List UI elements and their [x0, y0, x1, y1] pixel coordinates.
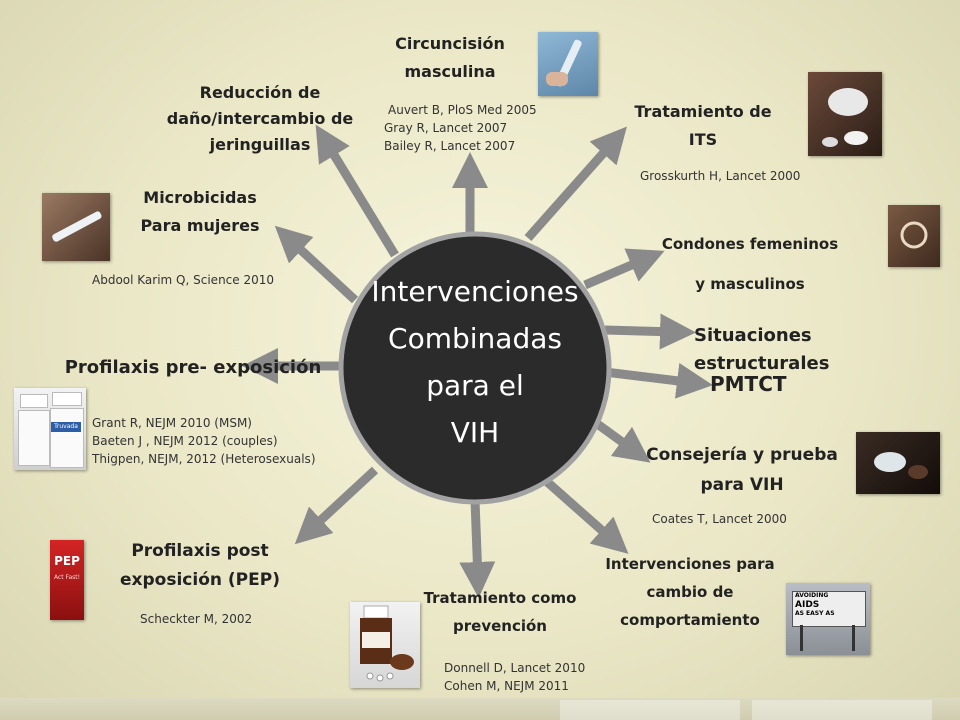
spoke-pep: [294, 466, 379, 545]
spoke-estructurales: [604, 313, 696, 350]
pep-cover-sub: Act Fast!: [53, 574, 81, 581]
center-circle: [338, 231, 612, 505]
aids-billboard-icon: AVOIDING AIDS AS EASY AS: [786, 583, 870, 655]
spoke-pmtct: [604, 362, 713, 399]
label-pep: Profilaxis post exposición (PEP): [120, 541, 280, 590]
medicine-bottle-icon: [350, 602, 420, 688]
blood-test-icon: [856, 432, 940, 494]
sign-line-1: AVOIDING: [795, 592, 829, 599]
sign-line-2: AIDS: [795, 600, 820, 610]
center-line-3: para el: [426, 369, 524, 402]
label-estructurales: Situaciones estructurales: [694, 325, 830, 374]
refs-consejeria: Coates T, Lancet 2000: [652, 512, 787, 526]
scalpel-icon: [538, 32, 598, 96]
refs-tratamiento: Donnell D, Lancet 2010 Cohen M, NEJM 201…: [444, 661, 586, 693]
pep-cover-title: PEP: [54, 554, 80, 568]
spoke-its: [524, 126, 627, 241]
label-circuncision: Circuncisión masculina: [395, 34, 505, 81]
refs-pep: Scheckter M, 2002: [140, 612, 253, 626]
label-consejeria: Consejería y prueba para VIH: [646, 445, 838, 495]
label-prep: Profilaxis pre- exposición: [64, 357, 322, 378]
center-line-2: Combinadas: [388, 322, 562, 355]
refs-circuncision: Auvert B, PloS Med 2005 Gray R, Lancet 2…: [384, 103, 537, 153]
center-line-1: Intervenciones: [371, 275, 579, 308]
pep-booklet-icon: PEP Act Fast!: [50, 540, 84, 620]
center-line-4: VIH: [450, 416, 500, 449]
refs-its: Grosskurth H, Lancet 2000: [640, 169, 801, 183]
refs-prep: Grant R, NEJM 2010 (MSM) Baeten J , NEJM…: [92, 416, 316, 466]
condom-icon: [888, 205, 940, 267]
truvada-label: Truvada: [51, 422, 81, 432]
center-title: Intervenciones Combinadas para el VIH: [340, 268, 610, 456]
truvada-bottles-icon: Truvada: [14, 388, 86, 470]
spoke-reduccion: [315, 124, 399, 258]
label-microbicidas: Microbicidas Para mujeres: [140, 188, 260, 235]
spoke-condones: [583, 248, 665, 290]
label-reduccion: Reducción de daño/intercambio de jeringu…: [166, 83, 354, 154]
label-pmtct: PMTCT: [710, 372, 787, 396]
spoke-microbicidas: [274, 225, 359, 304]
refs-microbicidas: Abdool Karim Q, Science 2010: [92, 273, 275, 287]
footer-strip: [0, 698, 960, 720]
spoke-tratamiento: [459, 499, 496, 598]
label-comportamiento: Intervenciones para cambio de comportami…: [605, 555, 775, 629]
pills-icon: [808, 72, 882, 156]
applicator-icon: [42, 193, 110, 261]
label-tratamiento: Tratamiento como prevención: [423, 589, 577, 635]
spoke-comportamiento: [542, 476, 629, 554]
label-its: Tratamiento de ITS: [634, 102, 772, 149]
spokes-group: [242, 124, 713, 598]
label-condones: Condones femeninos y masculinos: [661, 235, 839, 293]
sign-line-3: AS EASY AS: [795, 610, 835, 617]
